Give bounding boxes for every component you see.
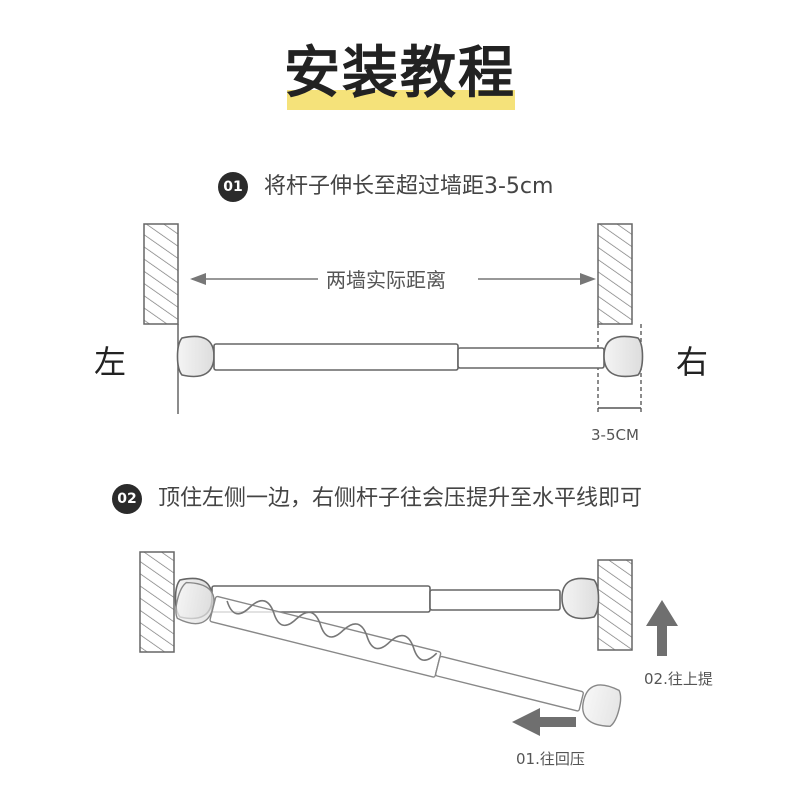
title-highlight <box>287 90 515 110</box>
overhang-label: 3-5CM <box>591 426 639 444</box>
rod-tilted <box>175 581 622 728</box>
left-wall-2 <box>139 551 175 653</box>
step-1-badge: 01 <box>218 172 248 202</box>
left-wall <box>143 223 179 414</box>
distance-arrow <box>190 273 596 285</box>
press-label: 01.往回压 <box>516 750 585 768</box>
rod-1 <box>176 335 644 378</box>
step-2-text: 顶住左侧一边，右侧杆子往会压提升至水平线即可 <box>158 486 643 511</box>
title-area: 安装教程 <box>0 38 800 118</box>
up-arrow-icon <box>646 600 678 656</box>
left-label: 左 <box>94 343 127 381</box>
lift-label: 02.往上提 <box>644 670 713 688</box>
step-1-text: 将杆子伸长至超过墙距3-5cm <box>264 174 554 199</box>
step-2-badge: 02 <box>112 484 142 514</box>
distance-label: 两墙实际距离 <box>318 264 454 293</box>
page-title: 安装教程 <box>284 41 516 106</box>
right-wall-2 <box>597 559 633 651</box>
right-label: 右 <box>676 343 709 381</box>
left-arrow-icon <box>512 708 576 736</box>
